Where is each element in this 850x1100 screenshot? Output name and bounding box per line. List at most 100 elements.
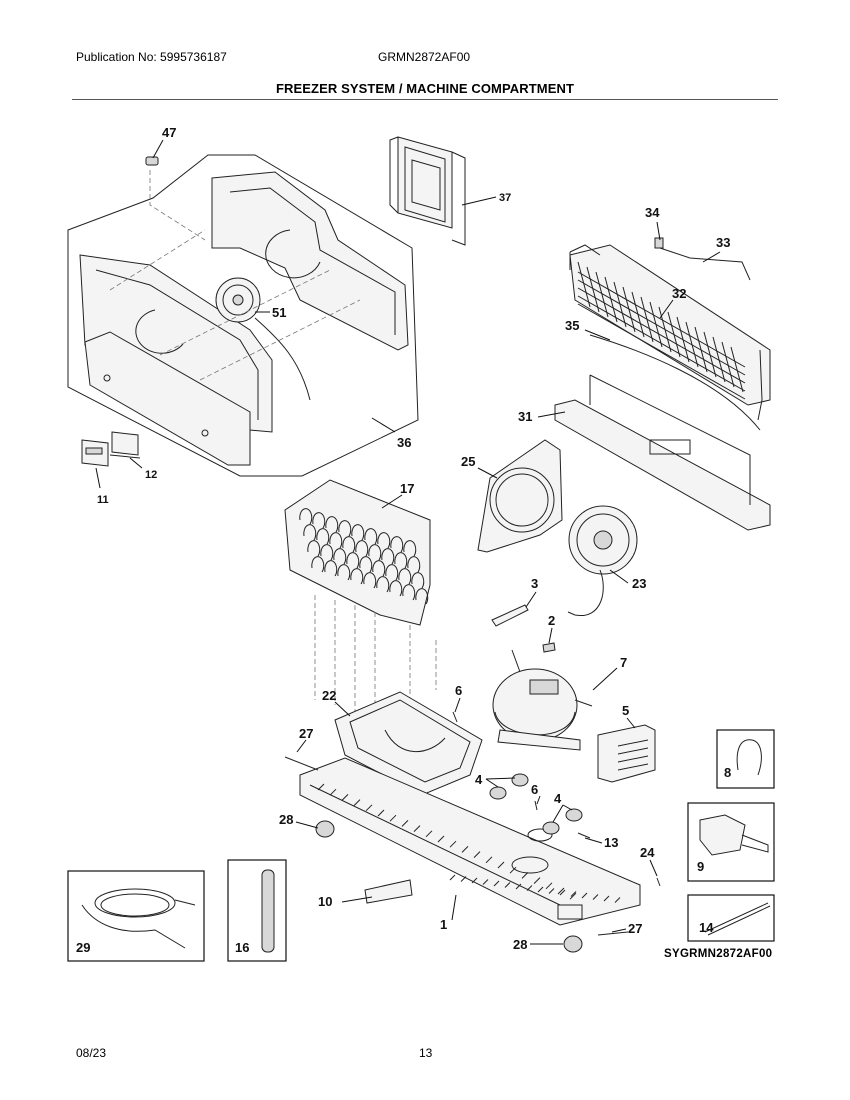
base-vent: [473, 851, 481, 858]
coil-fin: [730, 346, 744, 393]
start-relay-box: [597, 724, 656, 783]
base-vent: [509, 866, 517, 874]
condenser-loop: [394, 552, 408, 569]
condenser-loop: [333, 548, 347, 565]
callout-12: 12: [145, 469, 157, 481]
coil-fin: [604, 276, 618, 323]
machine-compartment-base: [299, 757, 641, 926]
condenser-fan-assembly: [477, 439, 638, 616]
compressor: [492, 649, 593, 751]
condenser-loop: [342, 536, 356, 553]
coil-fin: [613, 281, 627, 328]
base-vent: [497, 861, 505, 869]
base-vent: [515, 883, 522, 890]
model-number: GRMN2872AF00: [378, 50, 471, 64]
base-vent: [471, 877, 478, 884]
callout-28a: 28: [279, 812, 293, 827]
base-vent: [437, 835, 445, 843]
callout-32: 32: [672, 286, 686, 301]
base-vent: [401, 820, 409, 827]
base-vent: [377, 809, 385, 817]
callout-23: 23: [632, 576, 646, 591]
condenser-loop: [415, 588, 429, 605]
coil-fin: [721, 341, 735, 388]
small-parts-left: [81, 156, 159, 467]
condenser-loop: [351, 524, 365, 541]
base-vent: [482, 879, 489, 885]
condenser-loop: [324, 560, 338, 577]
base-vent: [603, 895, 610, 902]
coil-tube: [577, 279, 746, 376]
base-vent: [545, 882, 553, 890]
base-vent: [504, 882, 511, 888]
callout-47: 47: [162, 125, 176, 140]
footer-page-number: 13: [419, 1046, 433, 1060]
rollers-and-screws: [284, 711, 661, 953]
coil-fin: [703, 331, 717, 378]
publication-number: Publication No: 5995736187: [76, 50, 227, 64]
condensate-pan: [334, 691, 483, 796]
base-vent: [581, 892, 588, 899]
base-vent: [413, 825, 421, 832]
base-vent: [559, 889, 566, 896]
base-vent: [533, 877, 541, 884]
callout-28b: 28: [513, 937, 527, 952]
condenser-loop: [403, 540, 417, 557]
coil-tube: [577, 303, 746, 400]
callout-7: 7: [620, 655, 627, 670]
base-vent: [365, 804, 373, 812]
relay-slot: [617, 763, 649, 771]
coil-tube: [577, 295, 746, 392]
condenser-loop: [363, 572, 377, 589]
leader-lines: [95, 139, 721, 945]
diagram-code: SYGRMN2872AF00: [664, 948, 773, 960]
base-vent: [570, 891, 577, 897]
compressor-grommets: [489, 773, 583, 835]
condenser-loop: [338, 520, 352, 537]
condenser-loop: [390, 536, 404, 553]
callout-labels: 47 37 34 33 32 35 51 31 36 12 11 25 17 2…: [76, 125, 731, 955]
condenser-loop: [311, 556, 325, 573]
coil-fin: [712, 336, 726, 383]
condenser-loop: [329, 532, 343, 549]
coil-fin: [577, 261, 591, 308]
inset-29: [67, 870, 205, 962]
callout-36: 36: [397, 435, 411, 450]
callout-11: 11: [97, 494, 109, 506]
base-vent: [485, 856, 493, 864]
base-vent: [526, 885, 533, 891]
base-vent: [569, 892, 577, 900]
condenser-loop: [350, 568, 364, 585]
condenser-loop: [316, 528, 330, 545]
base-vent: [317, 783, 325, 791]
callout-31: 31: [518, 409, 532, 424]
inset-16: [227, 859, 287, 962]
condenser-loop: [312, 512, 326, 529]
base-vent: [548, 888, 555, 894]
evaporator-coil: [569, 237, 771, 431]
callout-51: 51: [272, 305, 286, 320]
base-vent: [389, 814, 397, 822]
relay-slot: [617, 747, 649, 755]
coil-tube: [577, 271, 746, 368]
base-vent: [460, 876, 467, 882]
callout-16: 16: [235, 940, 249, 955]
inset-9: [687, 802, 775, 882]
page-title: FREEZER SYSTEM / MACHINE COMPARTMENT: [275, 81, 575, 96]
base-vent: [614, 897, 621, 903]
condenser-loop: [359, 556, 373, 573]
base-vent: [449, 840, 457, 848]
condenser-loop: [364, 528, 378, 545]
callout-2: 2: [548, 613, 555, 628]
callout-22: 22: [322, 688, 336, 703]
callout-35: 35: [565, 318, 579, 333]
callout-10: 10: [318, 894, 332, 909]
condenser-loop: [325, 516, 339, 533]
callout-8: 8: [724, 765, 731, 780]
condenser-loop: [320, 544, 334, 561]
condenser-loop: [381, 548, 395, 565]
condenser-loop: [368, 544, 382, 561]
base-vent: [537, 886, 544, 893]
callout-3: 3: [531, 576, 538, 591]
